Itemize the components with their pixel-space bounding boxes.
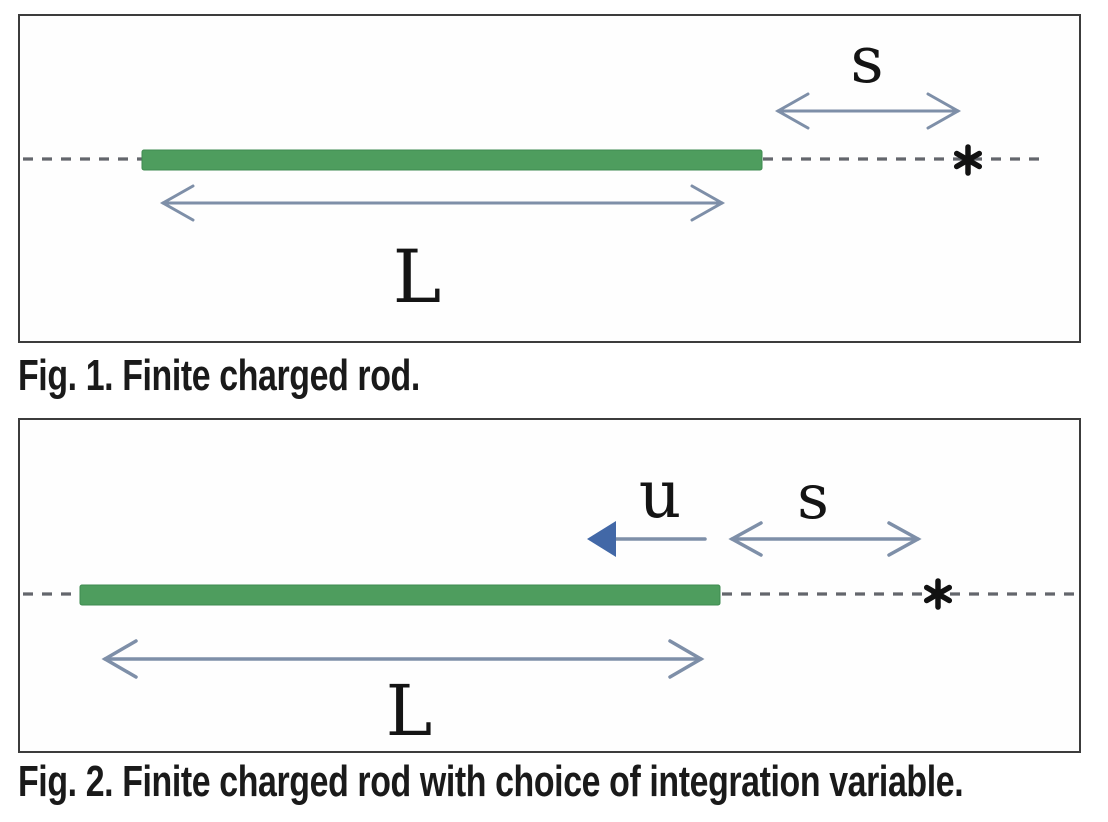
rod-length-arrow — [101, 639, 705, 679]
arrowhead-left-icon — [101, 639, 138, 679]
arrowhead-left-icon — [774, 92, 810, 130]
field-point-asterisk-icon — [953, 144, 983, 176]
arrowhead-right-icon — [668, 639, 705, 679]
distance-s-label: s — [797, 460, 829, 533]
figure2-caption: Fig. 2. Finite charged rod with choice o… — [18, 757, 964, 806]
arrowhead-left-icon — [728, 521, 763, 557]
figure2-diagram-box: u s L — [18, 418, 1081, 753]
figure1-diagram-box: s L — [18, 14, 1081, 343]
arrowhead-right-icon — [926, 92, 962, 130]
distance-s-arrow — [774, 92, 962, 130]
charged-rod — [141, 149, 763, 171]
integration-variable-u-label: u — [639, 456, 682, 533]
figure1-caption: Fig. 1. Finite charged rod. — [18, 351, 420, 400]
charged-rod — [79, 584, 721, 606]
integration-variable-u-arrow — [587, 521, 707, 557]
arrowhead-right-icon — [690, 184, 726, 222]
field-point-asterisk-icon — [923, 578, 953, 610]
rod-length-label: L — [386, 670, 432, 751]
solid-arrowhead-left-icon — [587, 521, 616, 557]
arrowhead-left-icon — [159, 184, 195, 222]
figure1-diagram: s L — [23, 23, 1048, 320]
rod-length-label: L — [393, 235, 441, 320]
rod-length-arrow — [159, 184, 726, 222]
arrowhead-right-icon — [887, 521, 922, 557]
distance-s-arrow — [728, 521, 922, 557]
figure2-diagram: u s L — [23, 456, 1075, 751]
distance-s-label: s — [850, 23, 883, 98]
